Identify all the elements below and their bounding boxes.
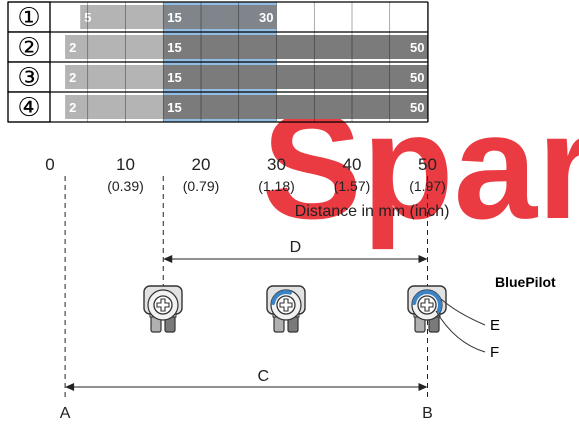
axis-tick-label: 0 (45, 155, 54, 174)
axis-tick-label: 30 (267, 155, 286, 174)
bluepilot-led-arc (271, 290, 293, 305)
range-bar-dark (163, 95, 428, 119)
range-bar-start-label: 15 (167, 100, 181, 115)
range-bar-light (65, 35, 164, 59)
dimension-arrow-c-head-left (65, 383, 75, 391)
row-marker-label: ① (17, 2, 40, 32)
axis-tick-label: 40 (343, 155, 362, 174)
range-bar-start-label: 15 (167, 10, 181, 25)
callout-e-label: E (490, 317, 500, 334)
sensor-row (143, 285, 486, 353)
range-bar-start-label: 2 (69, 40, 76, 55)
dimension-arrow-c-head-right (418, 383, 428, 391)
sensor-icon (266, 285, 306, 333)
range-bar-end-label: 30 (259, 10, 273, 25)
range-bar-light (80, 5, 164, 29)
range-bar-end-label: 50 (410, 100, 424, 115)
row-marker-label: ② (17, 32, 40, 62)
range-bar-start-label: 15 (167, 40, 181, 55)
callout-f-leader (435, 310, 486, 353)
callout-f-label: F (490, 344, 499, 361)
dimension-arrow-d-head-left (163, 255, 173, 263)
dimension-lines: D C A B (60, 176, 433, 422)
bluepilot-caption: BluePilot (495, 274, 556, 290)
range-bar-dark (163, 35, 428, 59)
row-marker-label: ③ (17, 62, 40, 92)
axis-tick-label: 10 (116, 155, 135, 174)
range-bar-start-label: 2 (69, 70, 76, 85)
axis-tick-label: 50 (418, 155, 437, 174)
range-bar-light (65, 65, 164, 89)
range-bar-end-label: 50 (410, 70, 424, 85)
point-label-a: A (60, 405, 71, 422)
range-bar-start-label: 15 (167, 70, 181, 85)
range-bar-start-label: 2 (69, 100, 76, 115)
row-marker-label: ④ (17, 92, 40, 122)
callout-e-leader (440, 298, 486, 326)
range-bar-end-label: 50 (410, 40, 424, 55)
axis-tick-sublabel: (0.39) (107, 178, 144, 194)
axis-tick-sublabel: (1.18) (258, 178, 295, 194)
dimension-label-d: D (290, 239, 302, 256)
sensor-icon (143, 285, 183, 333)
range-bar-dark (163, 5, 277, 29)
range-bar-light (65, 95, 164, 119)
point-label-b: B (422, 405, 433, 422)
axis-tick-sublabel: (0.79) (183, 178, 220, 194)
bluepilot-led-arc (412, 290, 442, 313)
axis-title: Distance in mm (inch) (295, 203, 450, 220)
screw-cross-icon (279, 298, 293, 312)
screw-cross-icon (156, 298, 170, 312)
sensor-icon (407, 285, 447, 333)
dimension-label-c: C (258, 368, 270, 385)
range-bar-dark (163, 65, 428, 89)
axis-tick-label: 20 (192, 155, 211, 174)
dimension-arrow-d-head-right (418, 255, 428, 263)
axis-tick-sublabel: (1.57) (334, 178, 371, 194)
screw-cross-icon (420, 298, 434, 312)
